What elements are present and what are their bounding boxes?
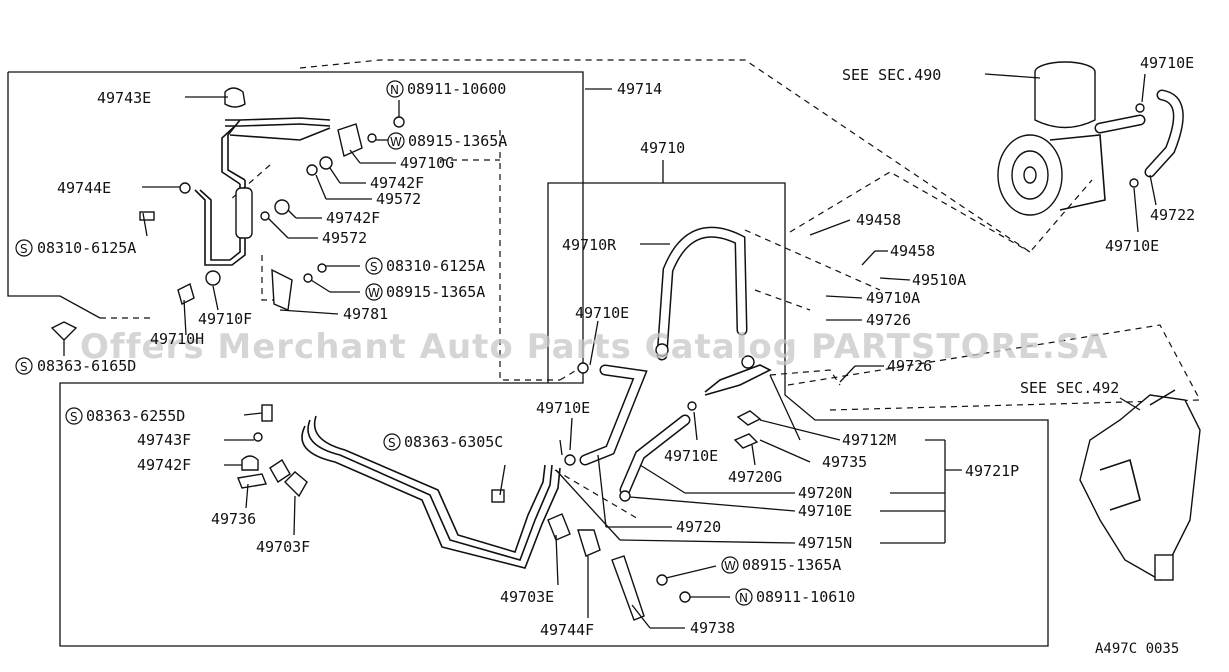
prefix-s-5: S xyxy=(388,436,396,450)
label-08363-6165D: 08363-6165D xyxy=(37,357,136,375)
fittings-upper xyxy=(50,116,405,341)
label-08911-10610: 08911-10610 xyxy=(756,588,855,606)
hose-49720 xyxy=(564,362,648,466)
label-49710E-5: 49710E xyxy=(1140,54,1194,72)
label-see-sec-490: SEE SEC.490 xyxy=(842,66,941,84)
label-49781: 49781 xyxy=(343,305,388,323)
label-49458-2: 49458 xyxy=(890,242,935,260)
label-49572-2: 49572 xyxy=(322,229,367,247)
label-49710A: 49710A xyxy=(866,289,920,307)
label-08911-10600: 08911-10600 xyxy=(407,80,506,98)
label-see-sec-492: SEE SEC.492 xyxy=(1020,379,1119,397)
label-49738: 49738 xyxy=(690,619,735,637)
label-49714: 49714 xyxy=(617,80,662,98)
label-49712M: 49712M xyxy=(842,431,896,449)
label-49510A: 49510A xyxy=(912,271,966,289)
pipe-49714 xyxy=(194,117,331,266)
pipe-49712M xyxy=(704,364,772,449)
label-49710E-3: 49710E xyxy=(664,447,718,465)
pump-illustration xyxy=(997,61,1184,216)
steering-gear-illustration xyxy=(1079,389,1201,581)
label-08915-1365A-1: 08915-1365A xyxy=(408,132,507,150)
label-49742F-1: 49742F xyxy=(370,174,424,192)
clamp-49743E xyxy=(224,87,246,108)
prefix-s-1: S xyxy=(20,242,28,256)
label-49743E: 49743E xyxy=(97,89,151,107)
prefix-n-2: N xyxy=(739,591,748,605)
label-49720N: 49720N xyxy=(798,484,852,502)
label-49744E: 49744E xyxy=(57,179,111,197)
box-upper-left xyxy=(7,71,584,384)
label-08915-1365A-2: 08915-1365A xyxy=(386,283,485,301)
prefix-w-1: W xyxy=(390,135,402,149)
lower-left-parts xyxy=(237,404,308,498)
label-49710E-4: 49710E xyxy=(798,502,852,520)
label-49710G: 49710G xyxy=(400,154,454,172)
leader-lines xyxy=(63,73,1157,629)
prefix-markers: N W S S W S S S W N xyxy=(15,80,753,606)
label-49710E-6: 49710E xyxy=(1105,237,1159,255)
label-49710E-2: 49710E xyxy=(536,399,590,417)
label-49710R: 49710R xyxy=(562,236,617,254)
label-49721P: 49721P xyxy=(965,462,1019,480)
box-lower xyxy=(59,182,1049,647)
label-49703E: 49703E xyxy=(500,588,554,606)
prefix-s-2: S xyxy=(370,260,378,274)
label-49742F-2: 49742F xyxy=(326,209,380,227)
label-49710H: 49710H xyxy=(150,330,204,348)
label-49710E-1: 49710E xyxy=(575,304,629,322)
label-08310-6125A-2: 08310-6125A xyxy=(386,257,485,275)
label-49735: 49735 xyxy=(822,453,867,471)
watermark-text: Offers Merchant Auto Parts Catalog PARTS… xyxy=(80,327,1109,367)
prefix-w-3: W xyxy=(724,559,736,573)
label-49736: 49736 xyxy=(211,510,256,528)
prefix-w-2: W xyxy=(368,286,380,300)
label-49742F-3: 49742F xyxy=(137,456,191,474)
label-49720: 49720 xyxy=(676,518,721,536)
label-49710: 49710 xyxy=(640,139,685,157)
prefix-s-3: S xyxy=(20,360,28,374)
label-49726-1: 49726 xyxy=(866,311,911,329)
label-49744F: 49744F xyxy=(540,621,594,639)
label-08310-6125A-1: 08310-6125A xyxy=(37,239,136,257)
label-49710F: 49710F xyxy=(198,310,252,328)
label-49726-2: 49726 xyxy=(887,357,932,375)
label-49572-1: 49572 xyxy=(376,190,421,208)
part-labels: 49743E 08911-10600 49714 08915-1365A 497… xyxy=(37,54,1195,639)
hose-49710R xyxy=(655,226,755,369)
dashed-guides xyxy=(100,59,1201,521)
label-49715N: 49715N xyxy=(798,534,852,552)
hose-49720N xyxy=(619,401,697,502)
label-49458-1: 49458 xyxy=(856,211,901,229)
label-49720G: 49720G xyxy=(728,468,782,486)
prefix-n-1: N xyxy=(390,83,399,97)
label-08363-6305C: 08363-6305C xyxy=(404,433,503,451)
label-08915-1365A-3: 08915-1365A xyxy=(742,556,841,574)
label-49743F: 49743F xyxy=(137,431,191,449)
diagram-code: A497C 0035 xyxy=(1095,641,1179,657)
label-49722: 49722 xyxy=(1150,206,1195,224)
label-08363-6255D: 08363-6255D xyxy=(86,407,185,425)
label-49703F: 49703F xyxy=(256,538,310,556)
prefix-s-4: S xyxy=(70,410,78,424)
